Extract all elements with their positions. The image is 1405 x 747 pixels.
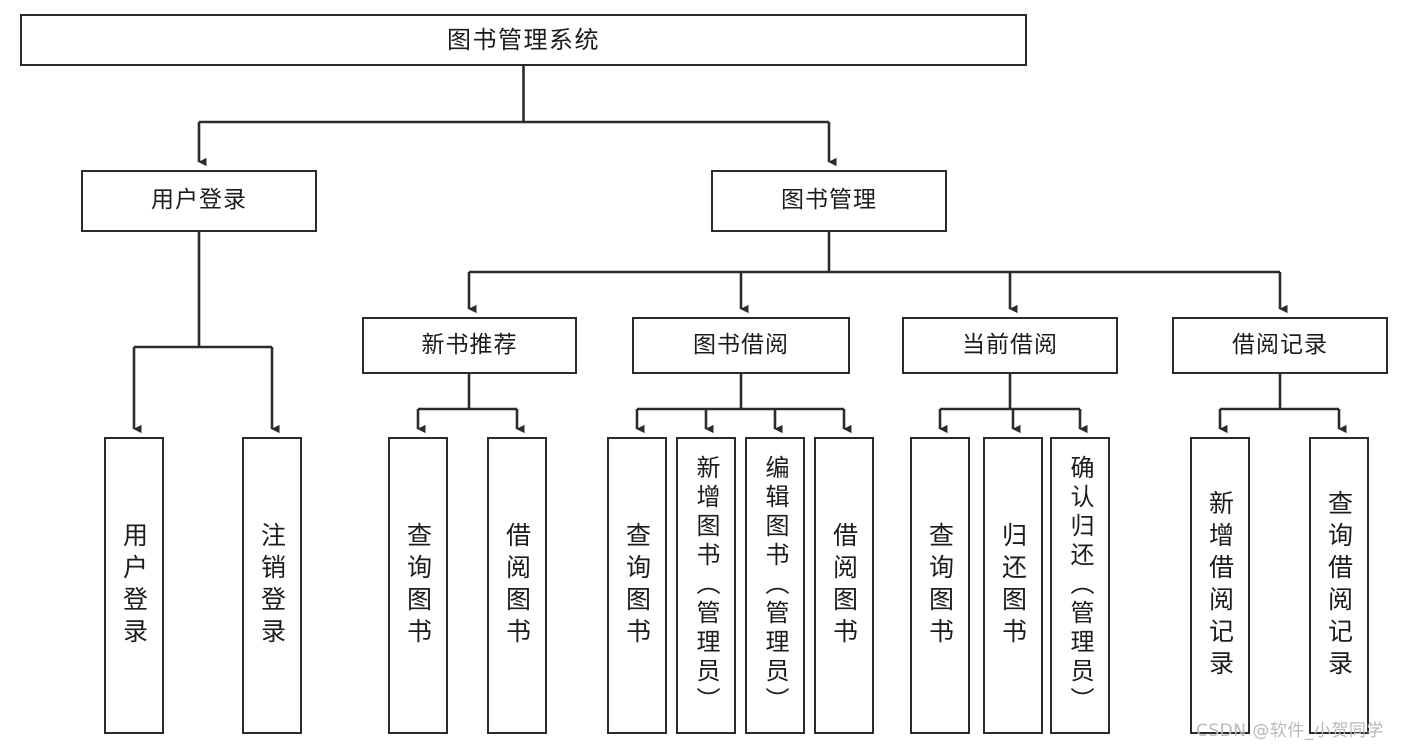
node-current-borrow[interactable]: 当前借阅 [902, 317, 1118, 374]
node-leaf-confirm-return[interactable]: 确认归还（管理员） [1050, 437, 1110, 734]
node-label: 借阅图书 [502, 521, 532, 650]
node-book-borrow[interactable]: 图书借阅 [632, 317, 850, 374]
node-label: 新增图书（管理员） [692, 455, 720, 716]
node-leaf-query-book-2[interactable]: 查询图书 [607, 437, 667, 734]
node-label: 图书管理系统 [447, 25, 600, 54]
node-leaf-borrow-book-2[interactable]: 借阅图书 [814, 437, 874, 734]
node-label: 确认归还（管理员） [1066, 455, 1094, 716]
node-root-system[interactable]: 图书管理系统 [20, 14, 1027, 66]
node-book-manage[interactable]: 图书管理 [711, 170, 947, 232]
node-leaf-user-login[interactable]: 用户登录 [104, 437, 164, 734]
node-label: 借阅记录 [1232, 331, 1328, 358]
node-label: 查询图书 [403, 521, 433, 650]
node-label: 用户登录 [151, 187, 247, 214]
node-leaf-add-record[interactable]: 新增借阅记录 [1190, 437, 1250, 734]
node-leaf-query-book-1[interactable]: 查询图书 [388, 437, 448, 734]
node-leaf-edit-book-admin[interactable]: 编辑图书（管理员） [745, 437, 805, 734]
node-leaf-query-record[interactable]: 查询借阅记录 [1309, 437, 1369, 734]
node-user-login[interactable]: 用户登录 [81, 170, 317, 232]
node-label: 用户登录 [119, 521, 149, 650]
node-borrow-record[interactable]: 借阅记录 [1172, 317, 1388, 374]
node-label: 查询借阅记录 [1324, 489, 1354, 682]
node-label: 新增借阅记录 [1205, 489, 1235, 682]
node-label: 编辑图书（管理员） [761, 455, 789, 716]
node-label: 借阅图书 [829, 521, 859, 650]
node-leaf-logout-login[interactable]: 注销登录 [242, 437, 302, 734]
node-label: 注销登录 [257, 521, 287, 650]
node-leaf-add-book-admin[interactable]: 新增图书（管理员） [676, 437, 736, 734]
node-leaf-query-book-3[interactable]: 查询图书 [910, 437, 970, 734]
node-label: 新书推荐 [421, 331, 518, 358]
node-label: 查询图书 [622, 521, 652, 650]
node-leaf-return-book[interactable]: 归还图书 [983, 437, 1043, 734]
node-label: 归还图书 [998, 521, 1028, 650]
node-label: 图书管理 [781, 187, 877, 214]
node-new-book-recommend[interactable]: 新书推荐 [362, 317, 577, 374]
node-leaf-borrow-book-1[interactable]: 借阅图书 [487, 437, 547, 734]
node-label: 当前借阅 [962, 331, 1058, 358]
csdn-watermark: CSDN @软件_小贺同学 [1196, 721, 1384, 741]
node-label: 图书借阅 [693, 331, 789, 358]
node-label: 查询图书 [925, 521, 955, 650]
